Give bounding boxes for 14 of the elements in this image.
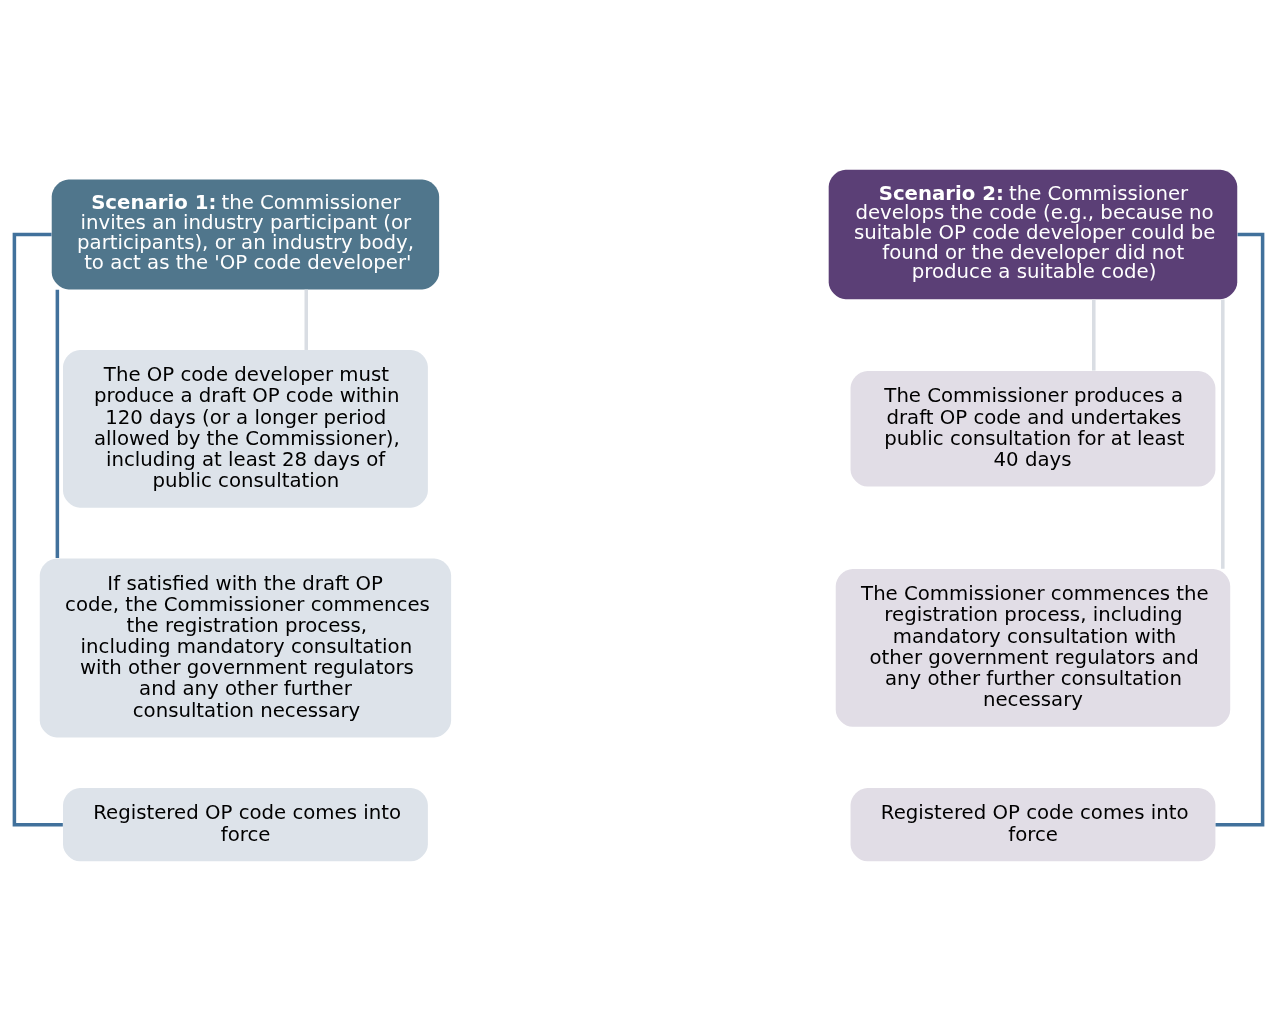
node-box: Scenario 2: the Commissioner develops the code (e.g., because no suitable OP code developer could be found or the developer did not produce a suitable code) [828, 169, 1238, 299]
connector [55, 289, 60, 558]
connector [1221, 299, 1225, 569]
node-box: The Commissioner commences the registration process, including mandatory consultation with other government regulators and any other further consultation necessary [835, 568, 1231, 727]
node-box: Scenario 1: the Commissioner invites an industry participant (or participants), or an industry body, to act as the 'OP code developer' [51, 179, 440, 289]
connector [1092, 299, 1096, 371]
connector [12, 232, 63, 826]
connector [1215, 232, 1265, 826]
node-box: If satisfied with the draft OP code, the Commissioner commences the registration process, including mandatory consultation with other government regulators and any other further consultation necessary [39, 557, 452, 737]
node-box: The OP code developer must produce a draft OP code within 120 days (or a longer period allowed by the Commissioner), including at least 28 days of public consultation [63, 349, 428, 508]
node-box: Registered OP code comes into force [850, 787, 1216, 861]
node-box: The Commissioner produces a draft OP code and undertakes public consultation for at least 40 days [850, 370, 1216, 487]
connector [304, 289, 308, 350]
node-box: Registered OP code comes into force [63, 787, 428, 861]
